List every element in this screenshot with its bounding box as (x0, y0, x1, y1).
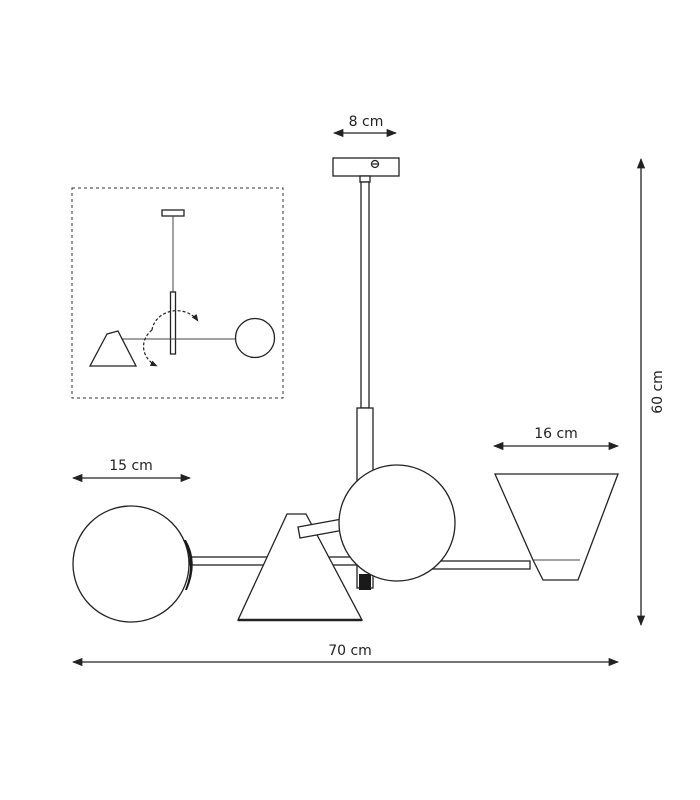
dim-canopy-label: 8 cm (349, 114, 384, 130)
dimension-height: 60 cm (636, 157, 666, 627)
globe-center (338, 464, 456, 582)
canopy (332, 157, 400, 177)
inset-rotate-arrow-top (151, 310, 199, 331)
inset-canopy (161, 209, 185, 217)
stem-collar (359, 175, 371, 183)
dimension-globe: 15 cm (71, 458, 192, 483)
dimension-canopy: 8 cm (332, 114, 398, 138)
dimension-shade: 16 cm (492, 426, 620, 451)
dim-width-label: 70 cm (328, 643, 372, 659)
dimension-width: 70 cm (71, 643, 620, 667)
inset-globe (234, 317, 276, 359)
rotation-inset (71, 187, 284, 399)
dim-height-label: 60 cm (650, 370, 666, 414)
globe-left-socket (183, 540, 193, 590)
dim-shade-label: 16 cm (534, 426, 578, 442)
inset-rotate-arrow-bottom (142, 329, 158, 367)
dim-globe-label: 15 cm (109, 458, 153, 474)
inset-shade (88, 330, 138, 367)
globe-left (72, 505, 190, 623)
inset-stem-sleeve (169, 291, 177, 355)
shade-right (494, 473, 619, 581)
stem-end-cap (359, 574, 371, 590)
stem-rod (360, 181, 370, 409)
lamp-main (72, 157, 619, 623)
